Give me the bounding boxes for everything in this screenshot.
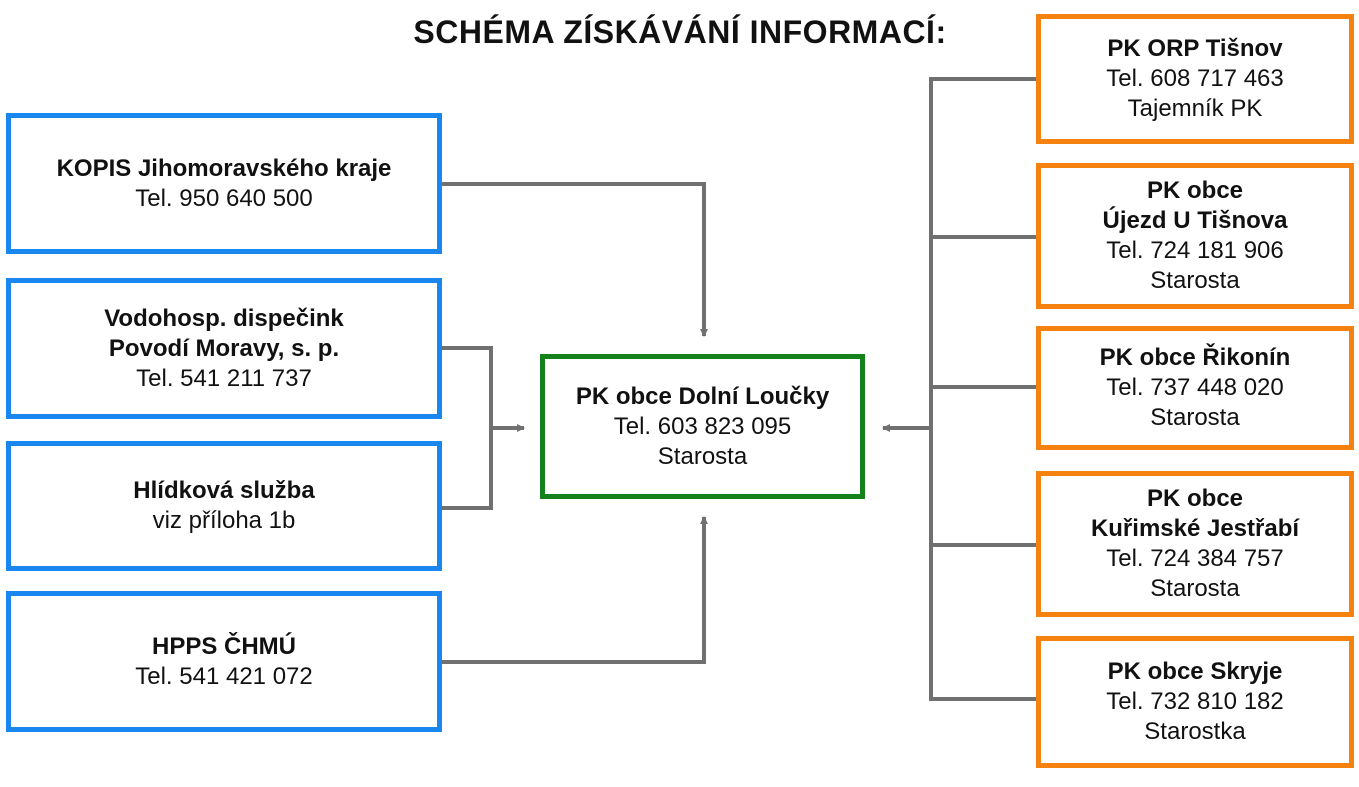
- connector-dispecink: [442, 346, 493, 510]
- diagram-title: SCHÉMA ZÍSKÁVÁNÍ INFORMACÍ:: [413, 14, 947, 50]
- source-dispecink-name-line1: Vodohosp. dispečink: [104, 304, 344, 332]
- source-hpps-phone: Tel. 541 421 072: [135, 662, 313, 690]
- source-box-kopis: KOPIS Jihomoravského kraje Tel. 950 640 …: [6, 113, 442, 254]
- connector-kopis: [442, 182, 708, 337]
- center-name: PK obce Dolní Loučky: [575, 382, 830, 410]
- source-box-hlidkova-sluzba: Hlídková služba viz příloha 1b: [6, 441, 442, 571]
- municipality-jestrabi-role: Starosta: [1150, 575, 1240, 602]
- municipality-jestrabi-phone: Tel. 724 384 757: [1106, 545, 1284, 572]
- source-dispecink-phone: Tel. 541 211 737: [136, 364, 312, 392]
- municipality-skryje-name: PK obce Skryje: [1107, 658, 1283, 685]
- municipality-box-ujezd: PK obce Újezd U Tišnova Tel. 724 181 906…: [1036, 163, 1354, 309]
- municipality-ujezd-role: Starosta: [1150, 267, 1240, 294]
- municipality-box-kurimske-jestrabi: PK obce Kuřimské Jestřabí Tel. 724 384 7…: [1036, 471, 1354, 617]
- source-box-hpps-chmu: HPPS ČHMÚ Tel. 541 421 072: [6, 591, 442, 732]
- municipality-rikonin-phone: Tel. 737 448 020: [1106, 374, 1284, 401]
- center-box-dolni-loucky: PK obce Dolní Loučky Tel. 603 823 095 St…: [540, 354, 865, 499]
- center-phone: Tel. 603 823 095: [613, 412, 792, 440]
- municipality-ujezd-phone: Tel. 724 181 906: [1106, 237, 1284, 264]
- center-role: Starosta: [657, 442, 748, 470]
- source-hpps-name: HPPS ČHMÚ: [151, 632, 296, 660]
- municipality-skryje-phone: Tel. 732 810 182: [1106, 688, 1284, 715]
- municipality-box-rikonin: PK obce Řikonín Tel. 737 448 020 Starost…: [1036, 326, 1354, 450]
- municipality-orp-tisnov-phone: Tel. 608 717 463: [1106, 65, 1284, 92]
- municipality-rikonin-role: Starosta: [1150, 404, 1240, 431]
- municipality-orp-tisnov-name: PK ORP Tišnov: [1107, 35, 1283, 62]
- source-kopis-phone: Tel. 950 640 500: [135, 184, 313, 212]
- source-box-dispecink: Vodohosp. dispečink Povodí Moravy, s. p.…: [6, 278, 442, 419]
- municipality-skryje-role: Starostka: [1144, 718, 1246, 745]
- municipality-box-skryje: PK obce Skryje Tel. 732 810 182 Starostk…: [1036, 636, 1354, 768]
- municipality-jestrabi-name-line1: PK obce: [1146, 485, 1244, 512]
- municipality-box-orp-tisnov: PK ORP Tišnov Tel. 608 717 463 Tajemník …: [1036, 14, 1354, 144]
- source-kopis-name: KOPIS Jihomoravského kraje: [56, 154, 392, 182]
- municipality-jestrabi-name-line2: Kuřimské Jestřabí: [1090, 515, 1300, 542]
- municipality-rikonin-name: PK obce Řikonín: [1099, 344, 1291, 371]
- source-hlidkova-note: viz příloha 1b: [152, 507, 296, 534]
- municipality-orp-tisnov-role: Tajemník PK: [1127, 95, 1263, 122]
- municipality-ujezd-name-line2: Újezd U Tišnova: [1102, 207, 1288, 234]
- connector-hpps: [442, 516, 708, 664]
- source-hlidkova-name: Hlídková služba: [133, 477, 315, 504]
- municipality-ujezd-name-line1: PK obce: [1146, 177, 1244, 204]
- source-dispecink-name-line2: Povodí Moravy, s. p.: [108, 334, 340, 362]
